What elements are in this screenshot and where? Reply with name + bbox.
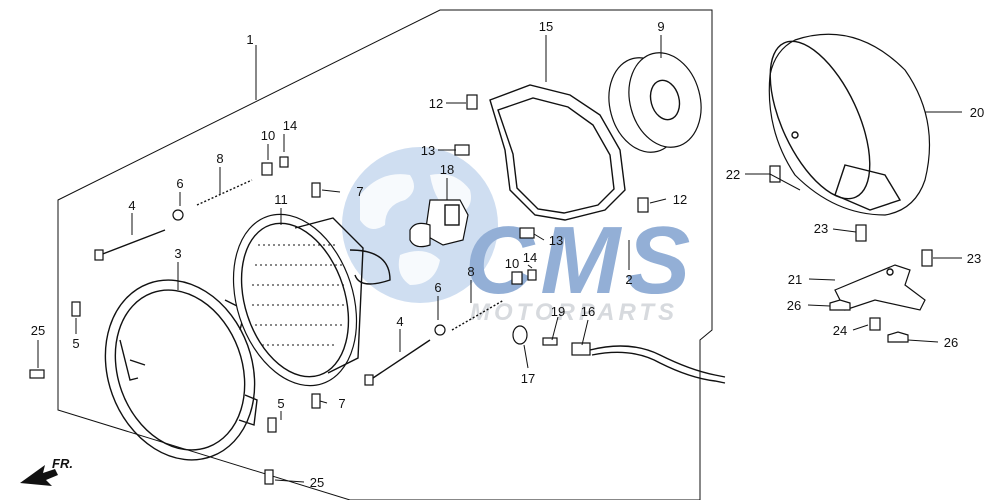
part-label-9: 9 [657,19,664,34]
part-label-15: 15 [539,19,553,34]
part-label-6a: 6 [176,176,183,191]
part-label-25b: 25 [310,475,324,490]
part-label-3: 3 [174,246,181,261]
part-label-23a: 23 [814,221,828,236]
part-label-5b: 5 [277,396,284,411]
part-label-16: 16 [581,304,595,319]
part-label-10a: 10 [261,128,275,143]
assembly-boundary [57,9,713,500]
headlight-case [768,33,931,216]
mounting-bracket [834,264,926,311]
part-label-18: 18 [440,162,454,177]
part-labels: 1 2 3 4 4 5 5 6 6 7 7 8 8 9 10 10 11 12 … [31,19,984,490]
part-label-22: 22 [726,167,740,182]
part-label-5a: 5 [72,336,79,351]
part-label-6b: 6 [434,280,441,295]
part-label-21: 21 [788,272,802,287]
part-label-8a: 8 [216,151,223,166]
part-label-2: 2 [625,272,632,287]
part-label-24: 24 [833,323,847,338]
part-label-7b: 7 [338,396,345,411]
part-label-4a: 4 [128,198,135,213]
part-label-20: 20 [970,105,984,120]
part-label-12b: 12 [673,192,687,207]
part-label-1: 1 [246,32,253,47]
part-label-17: 17 [521,371,535,386]
watermark: CMS MOTORPARTS [342,147,696,326]
part-label-14b: 14 [523,250,537,265]
position-bulb-wiring [589,345,726,384]
part-label-12a: 12 [429,96,443,111]
part-label-13a: 13 [421,143,435,158]
leader-lines [37,35,962,483]
headlight-lens [232,213,391,387]
watermark-subtitle: MOTORPARTS [470,299,678,326]
part-label-4b: 4 [396,314,403,329]
bulb-socket-cover [608,52,702,153]
part-label-10b: 10 [505,256,519,271]
part-label-26a: 26 [787,298,801,313]
part-label-19: 19 [551,304,565,319]
front-direction-label: FR. [52,456,73,471]
part-label-26b: 26 [944,335,958,350]
part-label-7a: 7 [356,184,363,199]
part-label-23b: 23 [967,251,981,266]
fasteners [29,94,933,485]
headlight-bulb [409,199,469,248]
part-label-25a: 25 [31,323,45,338]
part-label-8b: 8 [467,264,474,279]
front-direction-arrow-icon: FR. [20,456,73,486]
part-label-13b: 13 [549,233,563,248]
part-label-11: 11 [274,192,288,207]
part-label-14a: 14 [283,118,297,133]
watermark-brand: CMS [465,207,696,314]
bulb-retainer [489,84,626,221]
